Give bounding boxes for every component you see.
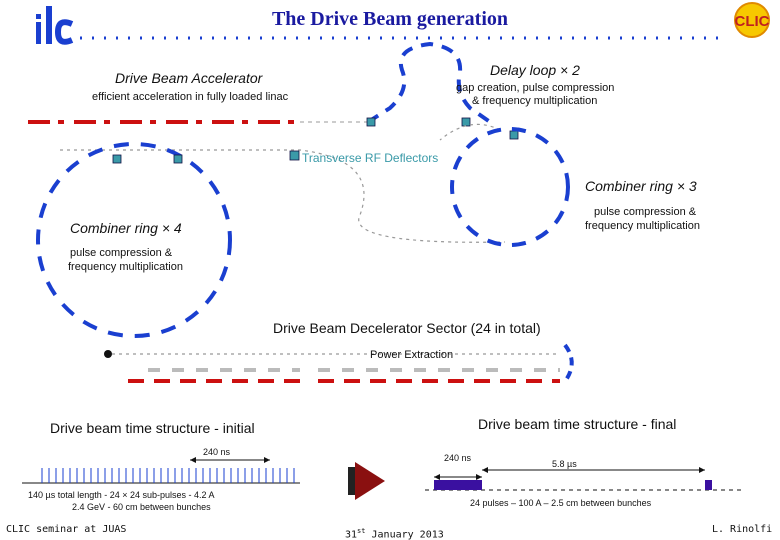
decelerator-turnaround (563, 343, 574, 382)
initial-structure-title: Drive beam time structure - initial (50, 420, 255, 436)
footer-right: L. Rinolfi (712, 524, 773, 535)
ring4-label: Combiner ring × 4 (70, 220, 182, 236)
final-pulse-first (434, 480, 482, 490)
initial-note-1: 140 µs total length - 24 × 24 sub-pulses… (28, 490, 215, 500)
transfer-line-ring3 (439, 123, 501, 141)
footer-date: 31st January 2013 (345, 527, 444, 540)
final-note: 24 pulses – 100 A – 2.5 cm between bunch… (470, 498, 652, 508)
ring4-sublabel-2: frequency multiplication (68, 261, 183, 273)
ring3-label: Combiner ring × 3 (585, 178, 697, 194)
initial-note-2: 2.4 GeV - 60 cm between bunches (72, 502, 211, 512)
final-pulse-last (705, 480, 712, 490)
ring3-sublabel-1: pulse compression & (594, 206, 697, 218)
clic-logo: CLIC (728, 0, 780, 44)
deflectors-label: Transverse RF Deflectors (302, 151, 439, 165)
page-title: The Drive Beam generation (271, 8, 509, 30)
footer-date-day: 31 (345, 529, 358, 540)
decelerator-source (104, 350, 112, 358)
initial-240-label: 240 ns (203, 447, 231, 457)
delay-loop-sublabel-2: & frequency multiplication (472, 95, 598, 107)
delay-loop-deflector-left (366, 117, 376, 127)
initial-pulse-train (41, 468, 295, 483)
delay-loop-label: Delay loop × 2 (490, 62, 580, 78)
decelerator-label: Drive Beam Decelerator Sector (24 in tot… (273, 320, 541, 336)
transform-arrow (348, 462, 385, 500)
accelerator-label: Drive Beam Accelerator (115, 70, 263, 86)
final-240-label: 240 ns (444, 453, 472, 463)
ring4-sublabel-1: pulse compression & (70, 247, 173, 259)
combiner-ring-3 (450, 127, 570, 247)
final-58-label: 5.8 µs (552, 459, 577, 469)
footer-date-rest: January 2013 (365, 529, 444, 540)
combiner-ring-4 (36, 142, 232, 338)
ring3-deflector-top (509, 130, 519, 140)
delay-loop-sublabel-1: gap creation, pulse compression (456, 82, 615, 94)
clic-logo-text: CLIC (735, 13, 770, 30)
footer-left: CLIC seminar at JUAS (6, 524, 127, 535)
transverse-rf-deflector (289, 150, 300, 161)
power-extraction-label: Power Extraction (370, 349, 454, 361)
ilc-logo (36, 6, 74, 45)
ring4-deflector-right (173, 154, 183, 164)
ring3-sublabel-2: frequency multiplication (585, 220, 700, 232)
final-structure-title: Drive beam time structure - final (478, 416, 677, 432)
accelerator-sublabel: efficient acceleration in fully loaded l… (92, 91, 289, 103)
delay-loop-deflector-right (461, 117, 471, 127)
delay-loop (366, 41, 492, 124)
ring4-deflector-left (112, 154, 122, 164)
footer-date-sup: st (357, 527, 366, 535)
